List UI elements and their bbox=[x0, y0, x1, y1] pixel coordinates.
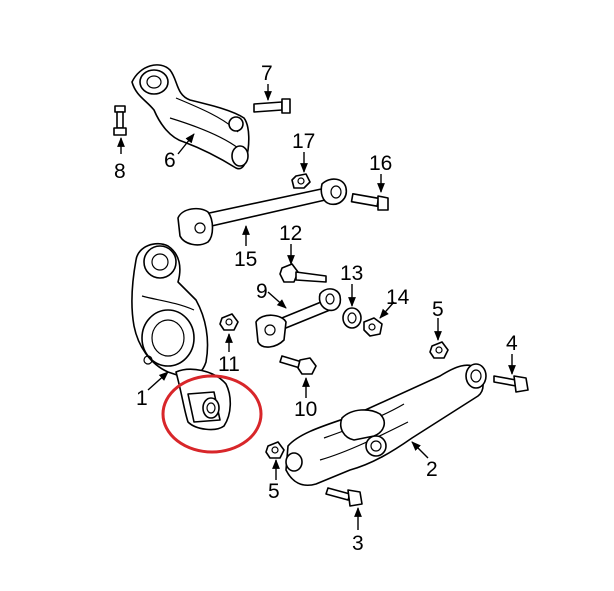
callout-15: 15 bbox=[234, 248, 257, 271]
bolt-part-8 bbox=[113, 105, 127, 136]
callout-9: 9 bbox=[256, 280, 268, 303]
callout-10: 10 bbox=[294, 398, 317, 421]
lower-control-arm-part-2 bbox=[285, 363, 487, 486]
nut-part-5-upper bbox=[429, 341, 449, 359]
nut-part-17 bbox=[291, 173, 311, 189]
washer-part-13 bbox=[342, 307, 362, 329]
callout-6: 6 bbox=[164, 149, 176, 172]
bolt-part-7 bbox=[253, 98, 291, 114]
callout-16: 16 bbox=[369, 152, 392, 175]
callout-2: 2 bbox=[426, 458, 438, 481]
bolt-part-12 bbox=[279, 263, 327, 283]
bolt-part-16 bbox=[350, 193, 389, 211]
knuckle-part-1 bbox=[131, 242, 232, 431]
callout-1: 1 bbox=[136, 387, 148, 410]
nut-part-14 bbox=[363, 317, 383, 337]
nut-part-5-lower bbox=[265, 441, 285, 459]
callout-7: 7 bbox=[261, 62, 273, 85]
toe-link-part-9 bbox=[255, 288, 342, 348]
upper-control-arm-part-6 bbox=[131, 64, 250, 170]
highlight-circle bbox=[161, 374, 263, 454]
lateral-link-part-15 bbox=[177, 178, 348, 246]
nut-part-11 bbox=[219, 313, 239, 331]
callout-3: 3 bbox=[352, 532, 364, 555]
callout-labels: 1 2 3 4 5 5 6 7 8 9 10 11 12 13 14 15 16… bbox=[114, 62, 518, 555]
callout-5-lower: 5 bbox=[268, 480, 280, 503]
bolt-part-3 bbox=[325, 487, 363, 507]
callout-5-upper: 5 bbox=[432, 298, 444, 321]
bolt-part-4 bbox=[493, 375, 529, 393]
callout-14: 14 bbox=[386, 286, 410, 309]
bolt-part-10 bbox=[279, 355, 317, 375]
leader-lines bbox=[117, 84, 516, 530]
callout-4: 4 bbox=[506, 332, 518, 355]
callout-17: 17 bbox=[292, 130, 315, 153]
callout-8: 8 bbox=[114, 160, 126, 183]
callout-13: 13 bbox=[340, 262, 363, 285]
callout-11: 11 bbox=[218, 353, 240, 376]
callout-12: 12 bbox=[279, 222, 302, 245]
